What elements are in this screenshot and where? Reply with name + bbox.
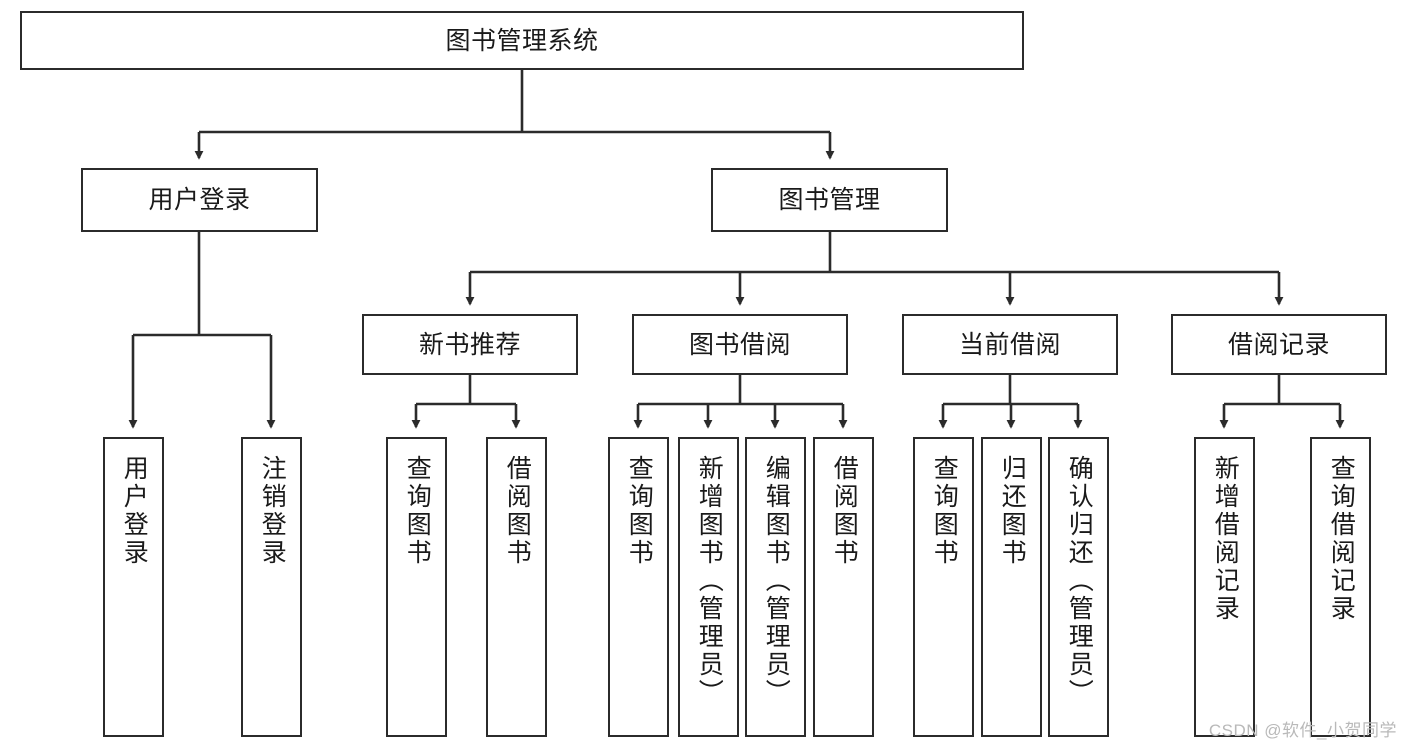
node-leaf-query-book-recommend[interactable]: 查询图书: [386, 437, 447, 737]
node-leaf-add-borrow-record[interactable]: 新增借阅记录: [1194, 437, 1255, 737]
node-root-system[interactable]: 图书管理系统: [20, 11, 1024, 70]
node-label: 查询图书: [403, 455, 432, 567]
node-label: 当前借阅: [958, 330, 1061, 359]
node-leaf-query-borrow-record[interactable]: 查询借阅记录: [1310, 437, 1371, 737]
node-user-login[interactable]: 用户登录: [81, 168, 318, 232]
node-label: 注销登录: [258, 455, 287, 567]
node-label: 新增借阅记录: [1211, 455, 1240, 623]
node-borrow-record[interactable]: 借阅记录: [1171, 314, 1387, 375]
node-new-book-recommend[interactable]: 新书推荐: [362, 314, 578, 375]
node-label: 新增图书（管理员）: [695, 455, 724, 707]
node-label: 查询图书: [930, 455, 959, 567]
node-label: 图书管理: [778, 186, 881, 214]
node-leaf-edit-book-admin[interactable]: 编辑图书（管理员）: [745, 437, 806, 737]
node-label: 编辑图书（管理员）: [762, 455, 791, 707]
node-leaf-query-book-borrow[interactable]: 查询图书: [608, 437, 669, 737]
node-label: 用户登录: [120, 455, 149, 567]
node-label: 归还图书: [998, 455, 1027, 567]
node-leaf-confirm-return-admin[interactable]: 确认归还（管理员）: [1048, 437, 1109, 737]
node-leaf-user-logout[interactable]: 注销登录: [241, 437, 302, 737]
node-leaf-borrow-book[interactable]: 借阅图书: [813, 437, 874, 737]
node-current-borrow[interactable]: 当前借阅: [902, 314, 1118, 375]
node-leaf-query-book-current[interactable]: 查询图书: [913, 437, 974, 737]
node-label: 借阅图书: [503, 455, 532, 567]
node-leaf-return-book[interactable]: 归还图书: [981, 437, 1042, 737]
node-label: 借阅图书: [830, 455, 859, 567]
node-label: 新书推荐: [418, 330, 521, 359]
node-label: 查询图书: [625, 455, 654, 567]
node-label: 查询借阅记录: [1327, 455, 1356, 623]
node-label: 用户登录: [148, 186, 251, 214]
node-label: 图书管理系统: [445, 26, 599, 55]
node-leaf-user-login[interactable]: 用户登录: [103, 437, 164, 737]
node-book-borrow[interactable]: 图书借阅: [632, 314, 848, 375]
node-label: 借阅记录: [1227, 330, 1330, 359]
node-leaf-add-book-admin[interactable]: 新增图书（管理员）: [678, 437, 739, 737]
node-label: 确认归还（管理员）: [1065, 455, 1094, 707]
node-book-management[interactable]: 图书管理: [711, 168, 948, 232]
node-label: 图书借阅: [688, 330, 791, 359]
watermark-text: CSDN @软件_小贺同学: [1208, 721, 1397, 740]
node-leaf-borrow-book-recommend[interactable]: 借阅图书: [486, 437, 547, 737]
